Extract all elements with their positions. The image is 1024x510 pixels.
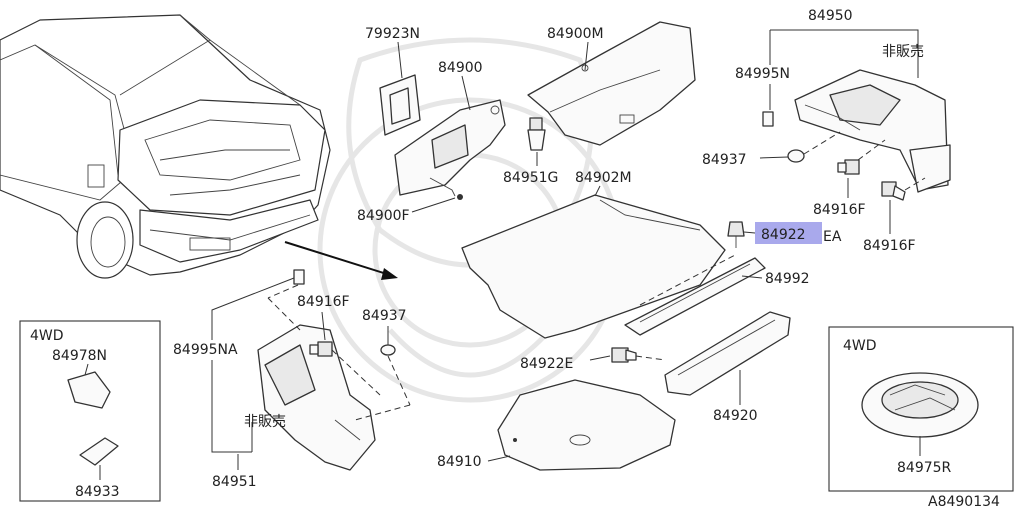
part-84975R-spare-tray[interactable] xyxy=(861,372,979,438)
part-84995N-clip[interactable] xyxy=(762,111,774,127)
label-84916F-b: 84916F xyxy=(863,238,916,254)
label-84951G: 84951G xyxy=(503,170,558,186)
label-hanbai-left: 非販売 xyxy=(244,414,286,430)
label-84900F: 84900F xyxy=(357,208,410,224)
part-84937-grommet-left[interactable] xyxy=(380,344,396,356)
label-84995N: 84995N xyxy=(735,66,790,82)
label-84950: 84950 xyxy=(808,8,853,24)
box-left-title: 4WD xyxy=(30,328,64,344)
box-4wd-left xyxy=(19,320,161,502)
label-84916F-a: 84916F xyxy=(813,202,866,218)
part-84937-grommet-top[interactable] xyxy=(787,149,805,163)
label-84995NA: 84995NA xyxy=(173,342,238,358)
label-84933: 84933 xyxy=(75,484,120,500)
label-84922-highlight[interactable]: 84922 xyxy=(761,227,806,243)
part-84922E-fastener[interactable] xyxy=(611,347,637,363)
part-79923N-seal[interactable] xyxy=(379,74,421,136)
label-84937-left: 84937 xyxy=(362,308,407,324)
part-84992-trim-strip[interactable] xyxy=(624,257,766,336)
part-84951-left-trim[interactable] xyxy=(257,324,376,471)
label-84920: 84920 xyxy=(713,408,758,424)
part-84910-floor-board[interactable] xyxy=(497,379,676,471)
label-84992: 84992 xyxy=(765,271,810,287)
part-84978N[interactable] xyxy=(67,371,111,409)
part-84902M-floor-mat[interactable] xyxy=(461,194,726,339)
part-84916F-fastener-b[interactable] xyxy=(881,181,906,201)
part-84916F-fastener-a[interactable] xyxy=(837,159,860,175)
label-84900: 84900 xyxy=(438,60,483,76)
box-right-title: 4WD xyxy=(843,338,877,354)
part-84900M-lid-trim[interactable] xyxy=(527,21,696,146)
label-84910: 84910 xyxy=(437,454,482,470)
part-84933[interactable] xyxy=(79,437,119,466)
label-84922-suffix: EA xyxy=(823,229,842,245)
car-rear-view xyxy=(0,14,331,279)
part-84950-right-trim[interactable] xyxy=(794,69,951,193)
label-84978N: 84978N xyxy=(52,348,107,364)
pointer-arrow xyxy=(284,241,398,280)
part-84920-back-panel[interactable] xyxy=(664,311,791,396)
diagram-id: A8490134 xyxy=(928,494,1000,510)
label-84900M: 84900M xyxy=(547,26,604,42)
part-84916F-fastener-left[interactable] xyxy=(309,341,333,357)
box-4wd-right xyxy=(828,326,1014,492)
label-84951: 84951 xyxy=(212,474,257,490)
part-84900-side-trim[interactable] xyxy=(394,99,506,200)
label-hanbai-top: 非販売 xyxy=(882,44,924,60)
part-84995NA-clip[interactable] xyxy=(293,269,305,285)
label-84937-top: 84937 xyxy=(702,152,747,168)
part-84922-fastener[interactable] xyxy=(727,221,745,248)
highlight-84922 xyxy=(755,222,822,244)
part-84951G-fastener[interactable] xyxy=(527,117,546,151)
label-79923N: 79923N xyxy=(365,26,420,42)
label-84975R: 84975R xyxy=(897,460,952,476)
label-84916F-left: 84916F xyxy=(297,294,350,310)
label-84922E: 84922E xyxy=(520,356,573,372)
label-84902M: 84902M xyxy=(575,170,632,186)
